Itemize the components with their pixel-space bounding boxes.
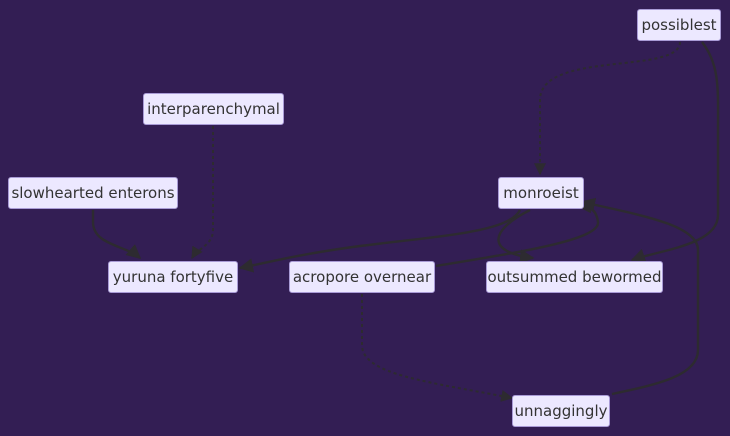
edge-interparenchymal-yuruna-fortyfive [191,126,214,260]
node-label: yuruna fortyfive [112,268,234,286]
node-monroeist[interactable]: monroeist [498,177,584,209]
edge-unnaggingly-monroeist [580,197,700,396]
edge-slowhearted-enterons-yuruna-fortyfive [91,210,142,259]
edge-possiblest-outsummed-bewormed [630,41,720,263]
node-unnaggingly[interactable]: unnaggingly [512,395,610,427]
node-label: slowhearted enterons [11,184,175,202]
edge-possiblest-monroeist [534,41,681,176]
node-interparenchymal[interactable]: interparenchymal [143,93,284,125]
node-label: monroeist [503,184,579,202]
edge-monroeist-yuruna-fortyfive [238,209,522,273]
node-label: acropore overnear [292,268,432,286]
node-slowhearted-enterons[interactable]: slowhearted enterons [8,177,178,209]
edge-monroeist-outsummed-bewormed [497,208,535,264]
node-label: outsummed bewormed [487,268,662,286]
node-label: interparenchymal [147,100,280,118]
node-acropore-overnear[interactable]: acropore overnear [289,261,435,293]
node-yuruna-fortyfive[interactable]: yuruna fortyfive [108,261,238,293]
edge-acropore-overnear-unnaggingly [361,294,514,402]
node-label: unnaggingly [514,402,608,420]
node-label: possiblest [641,16,717,34]
node-outsummed-bewormed[interactable]: outsummed bewormed [486,261,663,293]
node-possiblest[interactable]: possiblest [637,9,721,41]
